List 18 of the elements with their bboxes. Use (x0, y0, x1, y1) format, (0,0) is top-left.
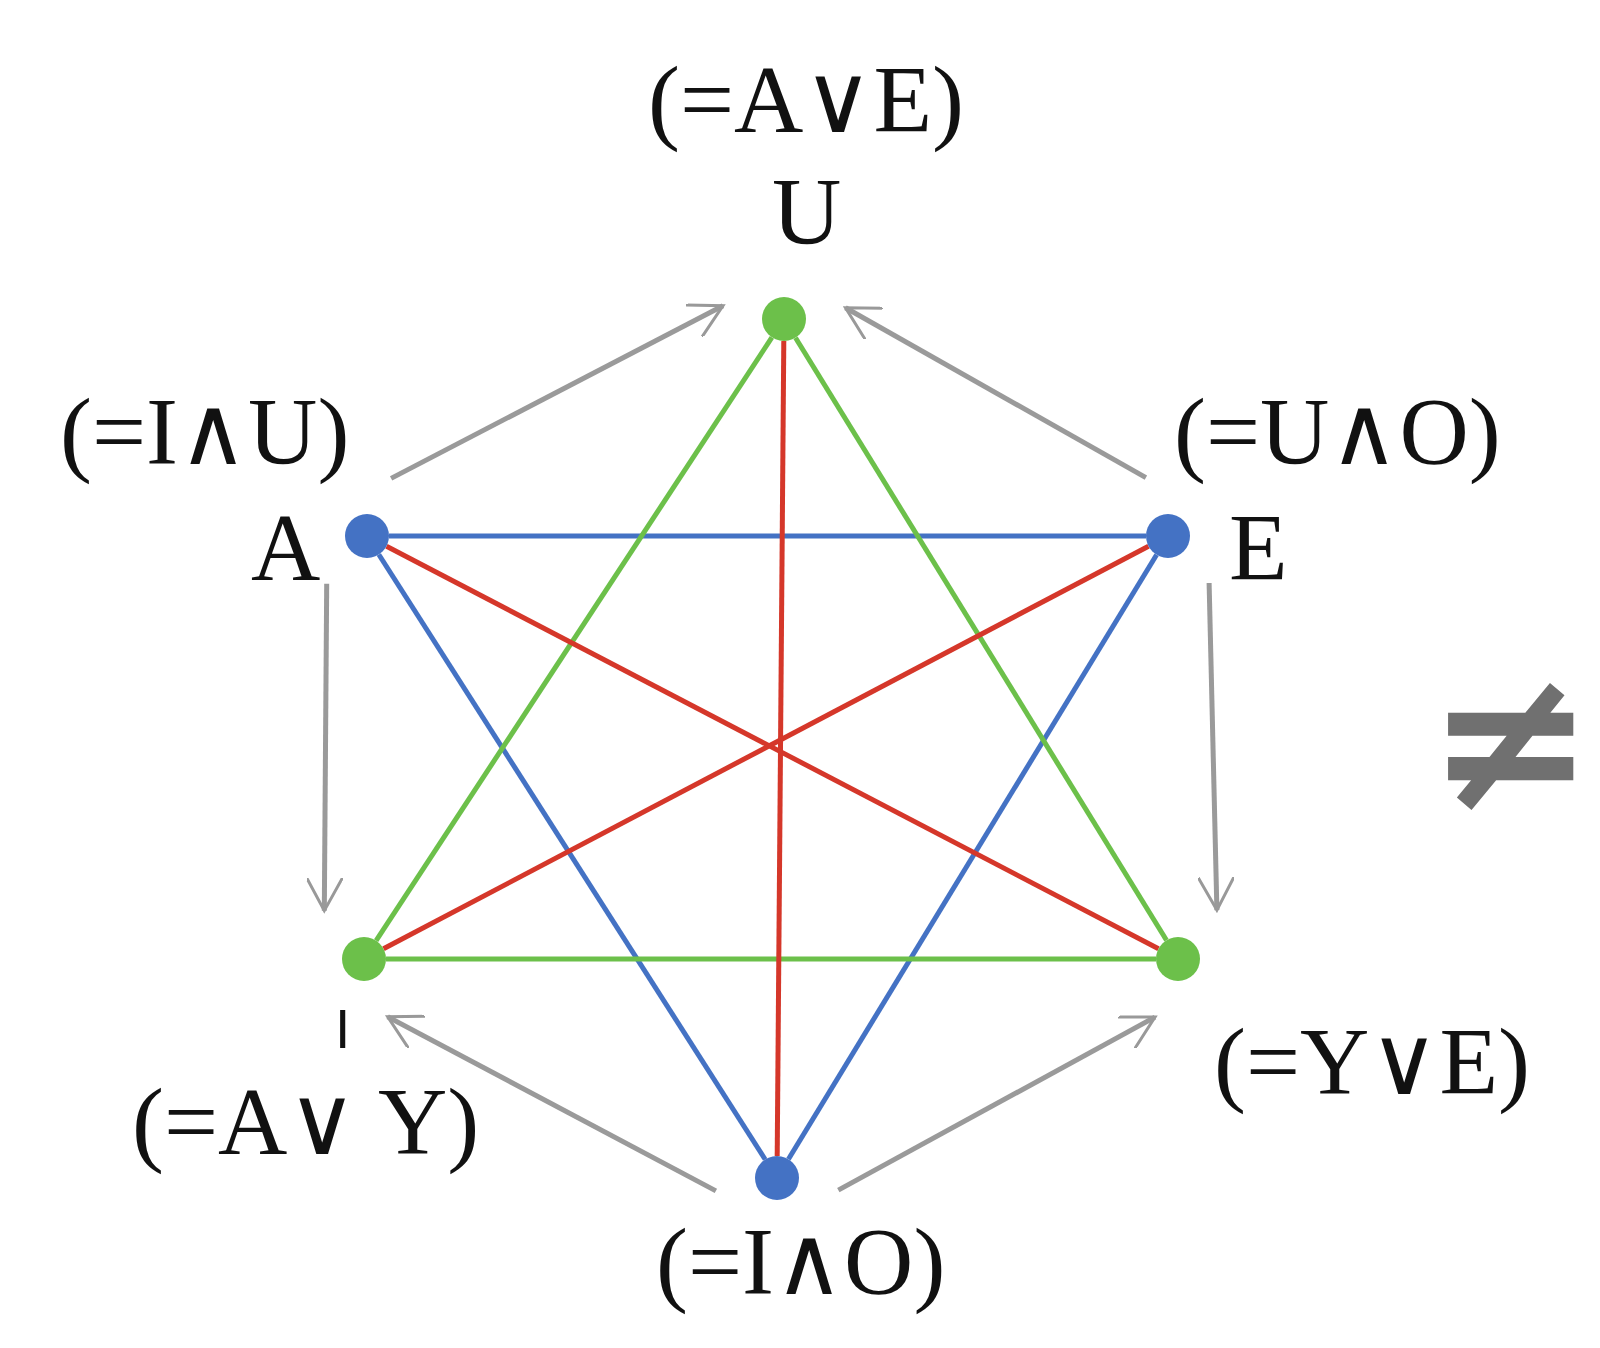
not-equal-sign: ≠ (1427, 640, 1595, 840)
vertex-label: U (772, 164, 842, 260)
arrow (844, 305, 1148, 480)
arrow (389, 303, 725, 481)
vertex-label: E (1229, 500, 1288, 596)
connector-line (376, 553, 768, 1161)
vertex-label: I (335, 1004, 351, 1056)
vertex-label: A (251, 500, 321, 596)
arrow (305, 583, 345, 913)
connector-line (386, 956, 1156, 962)
connector-line (389, 533, 1146, 539)
arrow (837, 1014, 1157, 1193)
connector-line (774, 340, 787, 1157)
connector-line (793, 336, 1169, 942)
connector-line (786, 553, 1159, 1161)
connector-line (374, 336, 774, 942)
arrow (386, 1014, 718, 1194)
arrow (1196, 582, 1236, 912)
